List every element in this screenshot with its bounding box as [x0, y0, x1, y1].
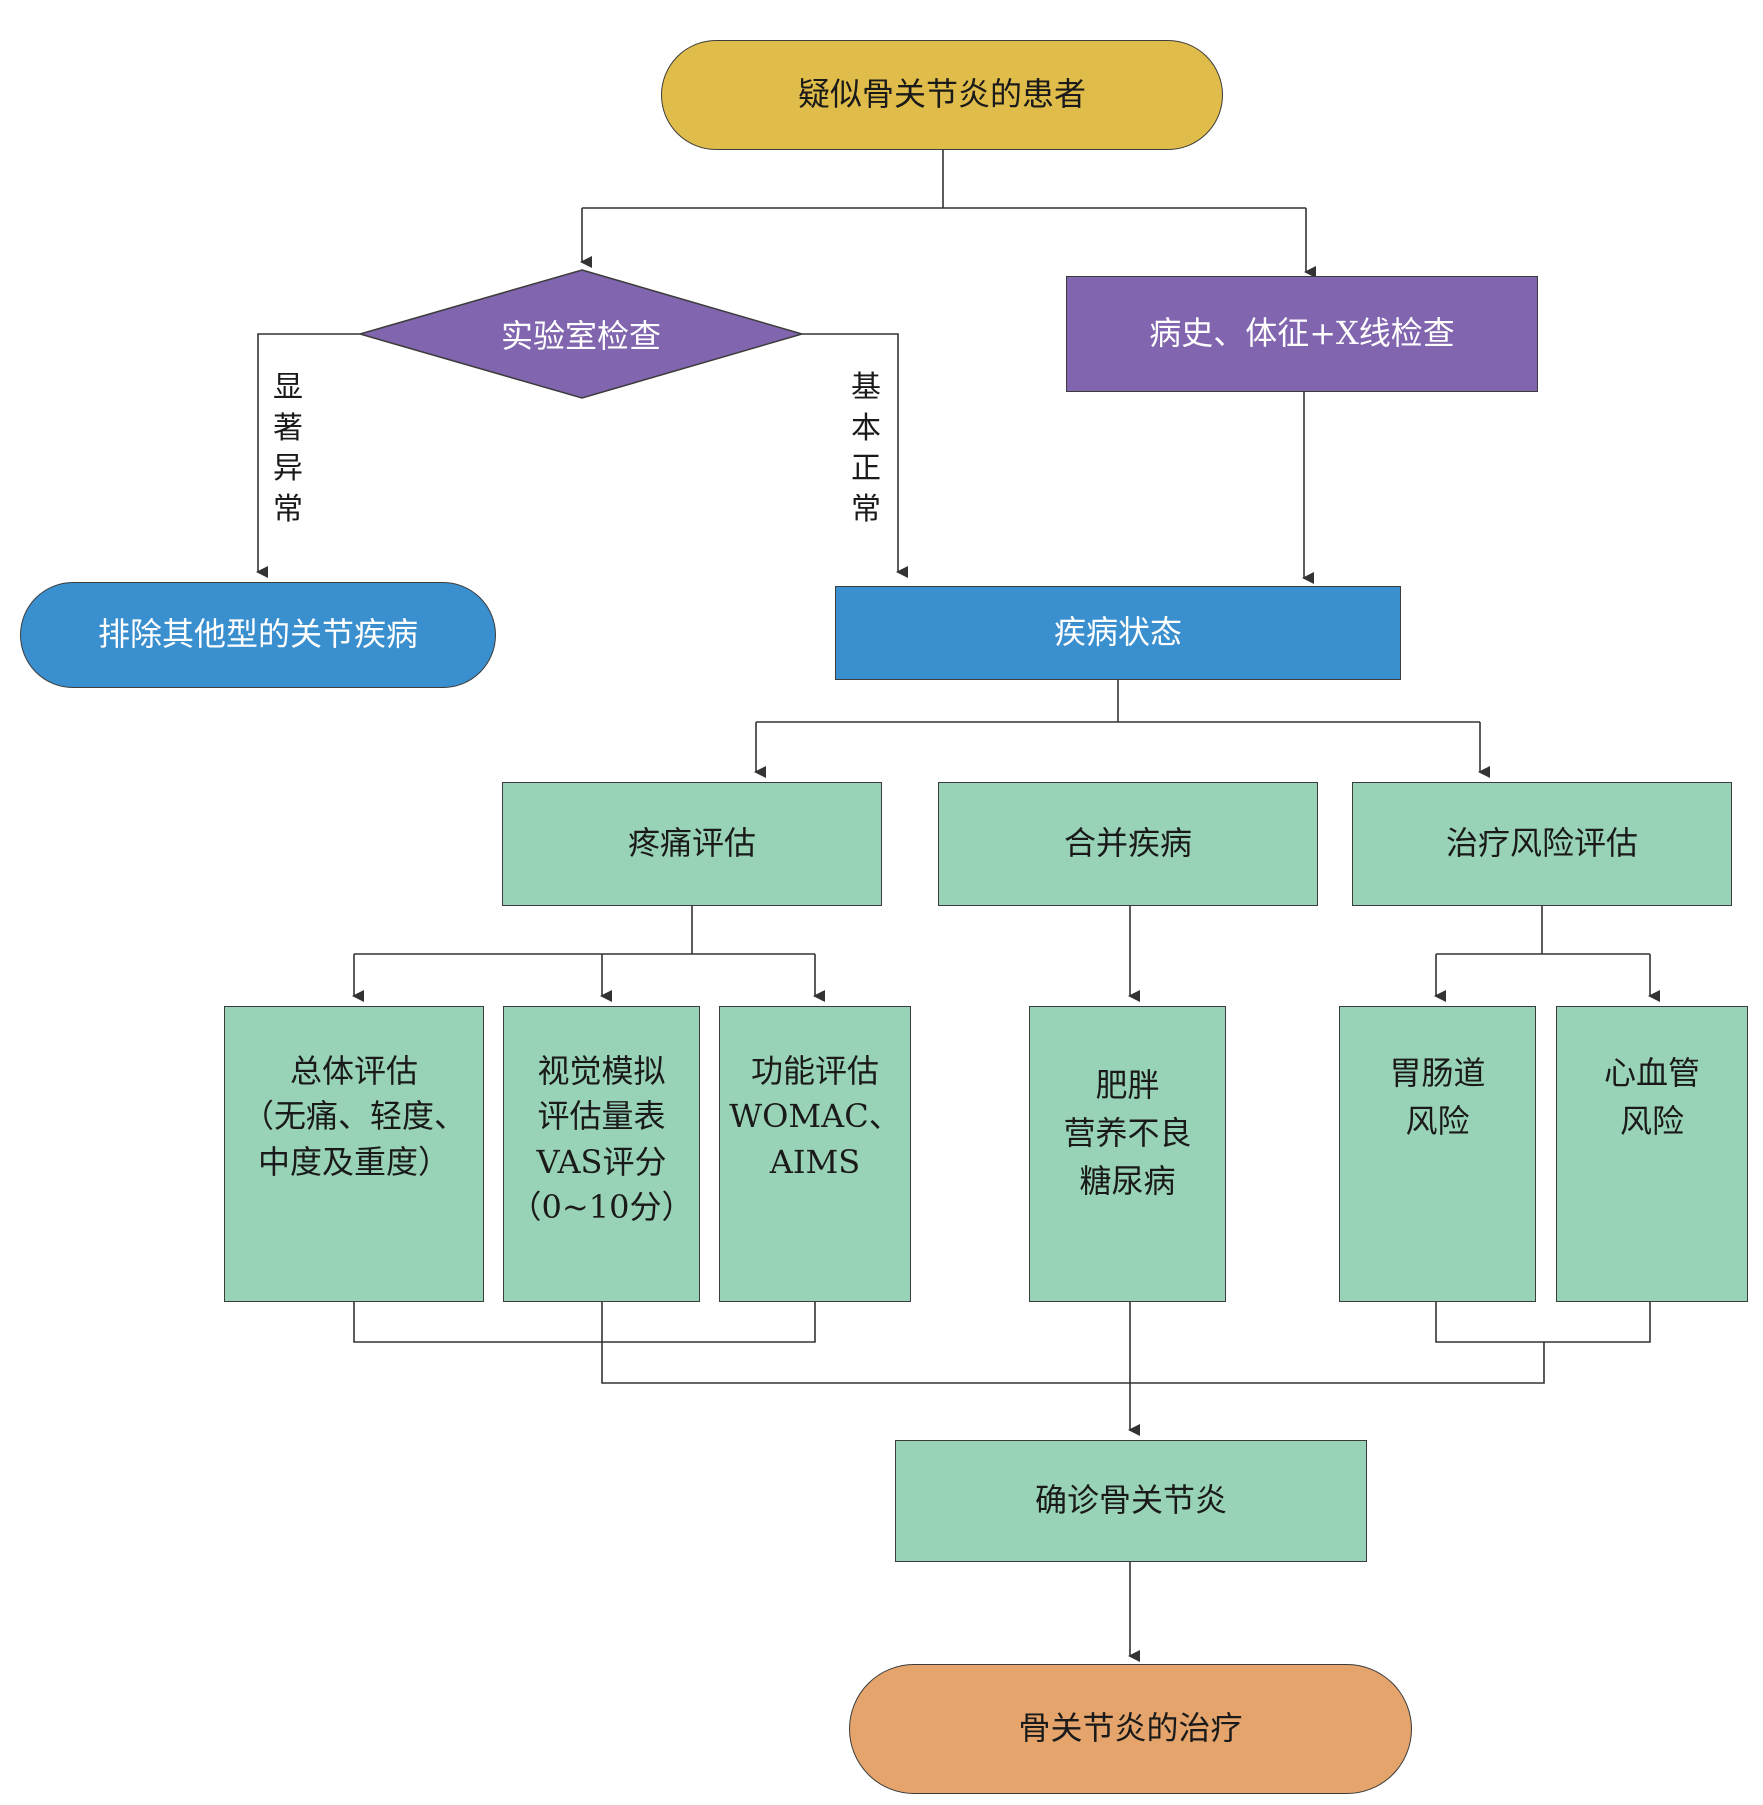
history-node-label: 病史、体征+X线检查	[1149, 314, 1455, 353]
overall-node-label: 总体评估 （无痛、轻度、 中度及重度）	[241, 1052, 466, 1181]
arrow-lab-to-status	[802, 333, 908, 578]
lab-node-label: 实验室检查	[500, 317, 661, 355]
connector-pain-split	[354, 906, 815, 955]
status-node-label: 疾病状态	[1053, 613, 1182, 652]
status-node: 疾病状态	[835, 586, 1401, 680]
comorbid-node: 合并疾病	[938, 782, 1318, 906]
exclude-node: 排除其他型的关节疾病	[20, 582, 496, 688]
diagnosis-node-label: 确诊骨关节炎	[1034, 1481, 1227, 1520]
diagnosis-node: 确诊骨关节炎	[895, 1440, 1367, 1562]
gi-node: 胃肠道 风险	[1339, 1006, 1536, 1302]
cv-node: 心血管 风险	[1556, 1006, 1748, 1302]
connector-status-split	[756, 680, 1480, 723]
comorbid-node-label: 合并疾病	[1063, 824, 1192, 863]
pain-node: 疼痛评估	[502, 782, 882, 906]
treatment-node: 骨关节炎的治疗	[849, 1664, 1412, 1794]
vas-node-label: 视觉模拟 评估量表 VAS评分 （0~10分）	[509, 1052, 694, 1227]
start-node-label: 疑似骨关节炎的患者	[797, 75, 1086, 114]
connector-risk-split	[1436, 906, 1650, 955]
function-node-label: 功能评估 WOMAC、 AIMS	[729, 1052, 901, 1181]
start-node: 疑似骨关节炎的患者	[661, 40, 1223, 150]
connector-pain-merge	[353, 1302, 816, 1343]
risk-node: 治疗风险评估	[1352, 782, 1732, 906]
history-node: 病史、体征+X线检查	[1066, 276, 1538, 392]
vas-node: 视觉模拟 评估量表 VAS评分 （0~10分）	[503, 1006, 700, 1302]
connector-risk-merge	[1435, 1302, 1651, 1343]
overall-node: 总体评估 （无痛、轻度、 中度及重度）	[224, 1006, 484, 1302]
exclude-node-label: 排除其他型的关节疾病	[97, 615, 418, 654]
lab-diamond-shape	[357, 269, 805, 399]
conditions-node: 肥胖 营养不良 糖尿病	[1029, 1006, 1226, 1302]
gi-node-label: 胃肠道 风险	[1389, 1054, 1486, 1140]
pain-node-label: 疼痛评估	[627, 824, 756, 863]
connector-main-merge	[601, 1302, 1545, 1384]
conditions-node-label: 肥胖 营养不良 糖尿病	[1063, 1066, 1192, 1200]
arrow-to-exclude	[256, 333, 360, 578]
function-node: 功能评估 WOMAC、 AIMS	[719, 1006, 911, 1302]
lab-node: 实验室检查	[360, 270, 802, 398]
abnormal-label: 显 著 异 常	[273, 370, 303, 527]
connector-start-split	[582, 150, 1306, 209]
risk-node-label: 治疗风险评估	[1445, 824, 1638, 863]
cv-node-label: 心血管 风险	[1603, 1054, 1700, 1140]
normal-label: 基 本 正 常	[851, 370, 881, 527]
treatment-node-label: 骨关节炎的治疗	[1018, 1709, 1243, 1748]
